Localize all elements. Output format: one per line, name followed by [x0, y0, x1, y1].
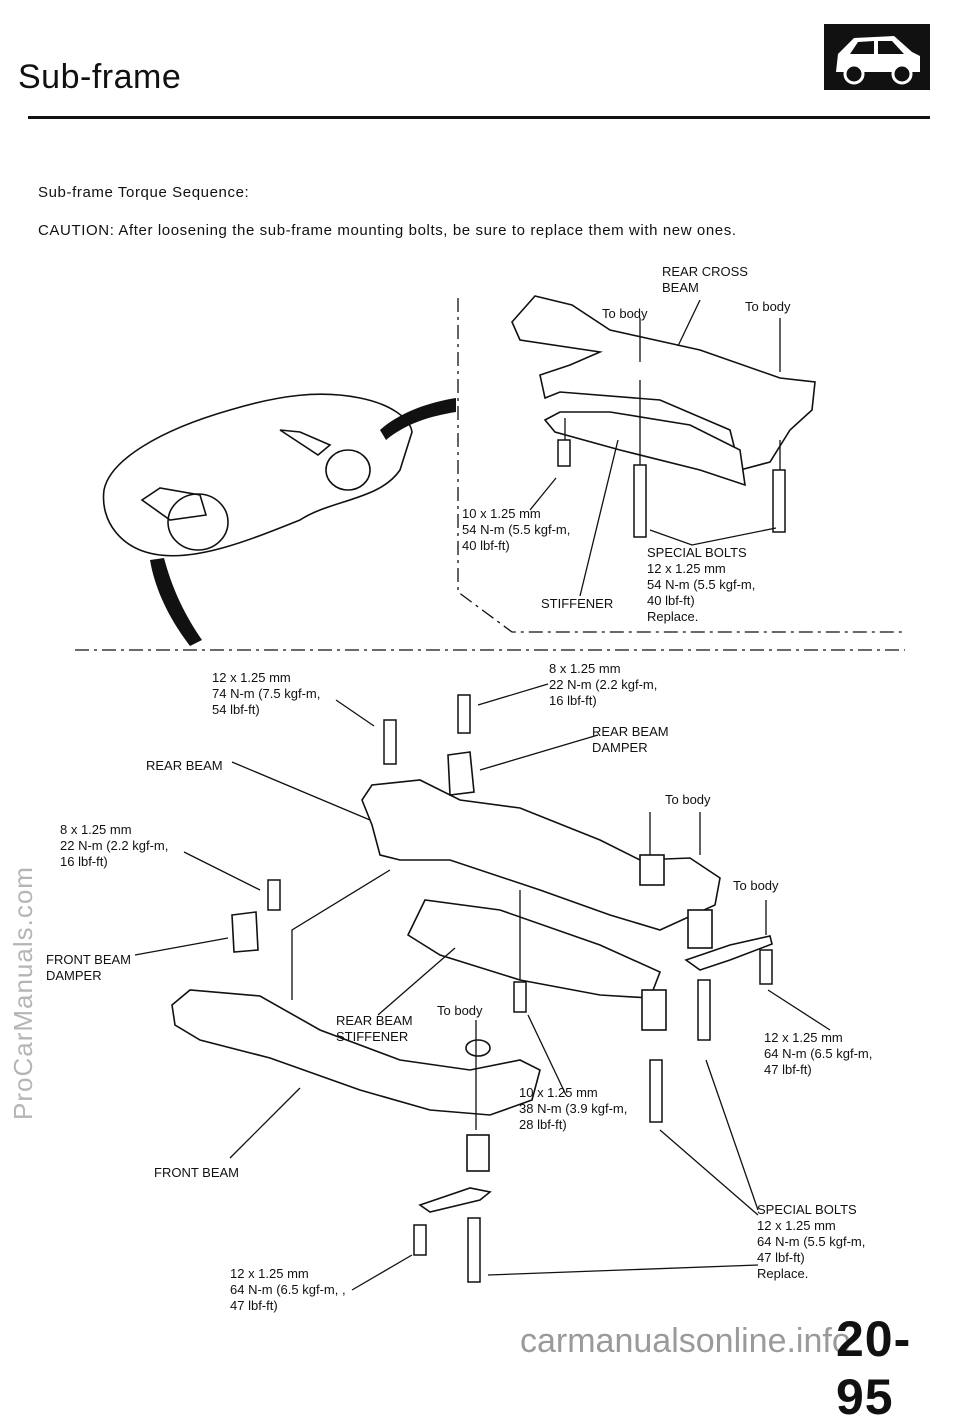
caution-note: CAUTION: After loosening the sub-frame m… — [38, 222, 737, 239]
car-rear-subframe-mini — [279, 429, 332, 456]
header-rule — [28, 116, 930, 119]
rear-mount-bush-top — [639, 854, 665, 886]
upper-bolt-10 — [557, 439, 571, 467]
label-bolt-8-front-damper: 8 x 1.25 mm 22 N-m (2.2 kgf-m, 16 lbf-ft… — [60, 822, 169, 869]
label-special-bolts-lower: SPECIAL BOLTS 12 x 1.25 mm 64 N-m (5.5 k… — [757, 1202, 866, 1281]
label-rear-cross-beam: REAR CROSS BEAM — [662, 264, 748, 295]
upper-special-bolt-right — [772, 469, 786, 533]
label-bolt-12-rear-bracket: 12 x 1.25 mm 64 N-m (6.5 kgf-m, 47 lbf-f… — [764, 1030, 873, 1077]
label-front-beam-damper: FRONT BEAM DAMPER — [46, 952, 131, 983]
watermark-text: ProCarManuals.com — [8, 866, 38, 1120]
front-mount-top — [465, 1039, 491, 1057]
front-beam — [171, 989, 541, 1116]
front-damper-bolt-8 — [267, 879, 281, 911]
rear-mount-bush-low — [641, 989, 667, 1031]
label-to-body-upper-left: To body — [602, 306, 648, 321]
rear-bracket-bolt-12 — [759, 949, 773, 985]
front-bracket-bolt-12 — [413, 1224, 427, 1256]
label-bolt-10-stiffener: 10 x 1.25 mm 38 N-m (3.9 kgf-m, 28 lbf-f… — [519, 1085, 628, 1132]
rear-beam — [361, 779, 721, 931]
page-title: Sub-frame — [18, 58, 182, 96]
front-beam-damper — [231, 911, 259, 953]
label-special-bolts-upper: SPECIAL BOLTS 12 x 1.25 mm 54 N-m (5.5 k… — [647, 545, 756, 624]
rear-special-bolt-long — [697, 979, 711, 1041]
rear-beam-damper — [447, 751, 475, 796]
upper-stiffener — [543, 411, 746, 487]
label-rear-beam: REAR BEAM — [146, 758, 223, 773]
rear-damper-bolt-8 — [457, 694, 471, 734]
upper-special-bolt-left — [633, 464, 647, 538]
subframe-diagram — [75, 295, 905, 1291]
upper-box-outline — [457, 298, 905, 633]
car-rear-wheel — [325, 449, 371, 491]
rear-mount-bush-mid — [687, 909, 713, 949]
label-rear-beam-damper: REAR BEAM DAMPER — [592, 724, 669, 755]
label-rear-beam-stiffener: REAR BEAM STIFFENER — [336, 1013, 413, 1044]
label-to-body-upper-right: To body — [745, 299, 791, 314]
rear-mount-bracket — [684, 935, 773, 971]
label-bolt-12-rear-beam: 12 x 1.25 mm 74 N-m (7.5 kgf-m, 54 lbf-f… — [212, 670, 321, 717]
label-to-body-lower-1: To body — [665, 792, 711, 807]
label-to-body-lower-3: To body — [437, 1003, 483, 1018]
torque-sequence-heading: Sub-frame Torque Sequence: — [38, 184, 250, 201]
rear-beam-stiffener — [406, 899, 662, 999]
label-bolt-12-front-bracket: 12 x 1.25 mm 64 N-m (6.5 kgf-m, , 47 lbf… — [230, 1266, 346, 1313]
front-special-bolt — [467, 1217, 481, 1283]
callout-band-upper — [380, 398, 456, 440]
label-bolt-10-upper: 10 x 1.25 mm 54 N-m (5.5 kgf-m, 40 lbf-f… — [462, 506, 571, 553]
car-outline — [102, 393, 413, 557]
stiffener-bolt-10 — [513, 981, 527, 1013]
rear-special-bolt-low — [649, 1059, 663, 1123]
label-front-beam: FRONT BEAM — [154, 1165, 239, 1180]
front-mount-bush — [466, 1134, 490, 1172]
footer-site-text: carmanualsonline.info — [520, 1322, 851, 1360]
page-number: 20-95 — [836, 1311, 912, 1425]
label-stiffener: STIFFENER — [541, 596, 614, 611]
rear-cross-beam — [511, 295, 816, 471]
car-front-wheel — [167, 493, 229, 551]
rear-beam-bolt-12 — [383, 719, 397, 765]
label-to-body-lower-2: To body — [733, 878, 779, 893]
front-mount-bracket — [418, 1187, 492, 1213]
car-silhouette-icon — [824, 24, 930, 90]
callout-band-lower — [150, 558, 202, 646]
car-front-subframe-mini — [140, 487, 208, 521]
label-bolt-8-rear-damper: 8 x 1.25 mm 22 N-m (2.2 kgf-m, 16 lbf-ft… — [549, 661, 658, 708]
